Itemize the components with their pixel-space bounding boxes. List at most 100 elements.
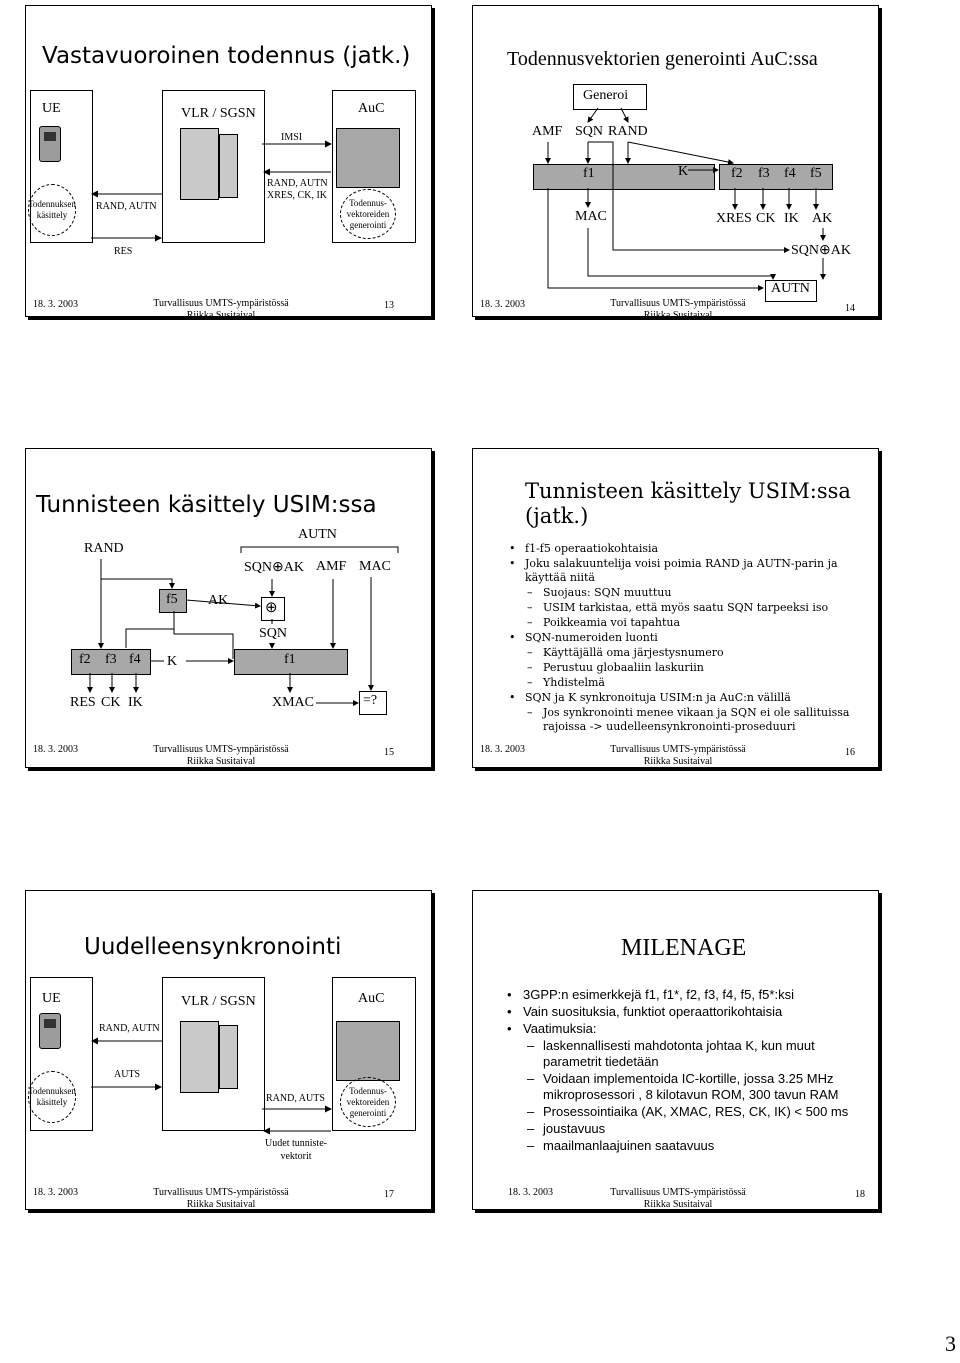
slide-17: Uudelleensynkronointi UE VLR / SGSN AuC … <box>25 890 432 1210</box>
ue-label: UE <box>42 101 61 116</box>
slide-title: Tunnisteen käsittely USIM:ssa (jatk.) <box>525 479 851 528</box>
ue-label: UE <box>42 991 61 1006</box>
auth-processing-ellipse: Todennuksen käsittely <box>28 184 76 236</box>
sub-bullet-item: –laskennallisesti mahdotonta johtaa K, k… <box>527 1038 868 1070</box>
server-icon <box>180 128 219 200</box>
footer-author: Riikka Susitaival <box>643 310 713 317</box>
ik-label: IK <box>784 211 799 226</box>
dash-marker: – <box>527 1138 535 1153</box>
sub-bullet-item: –USIM tarkistaa, että myös saatu SQN tar… <box>527 601 868 615</box>
f5-box <box>159 589 187 613</box>
vlr-label: VLR / SGSN <box>181 106 256 121</box>
bullet-text: 3GPP:n esimerkkejä f1, f1*, f2, f3, f4, … <box>523 987 794 1002</box>
f2-label: f2 <box>79 652 91 667</box>
f2-label: f2 <box>731 166 743 181</box>
dash-marker: – <box>527 1121 535 1136</box>
bullet-item: • Vain suosituksia, funktiot operaattorik… <box>507 1004 868 1020</box>
footer-date: 18. 3. 2003 <box>508 1187 553 1198</box>
auc-box <box>332 90 416 243</box>
bullet-text: Jos synkronointi menee vikaan ja SQN ei … <box>543 706 850 733</box>
footer-author: Riikka Susitaival <box>643 756 713 767</box>
slide-13-arrows <box>91 140 332 242</box>
bullet-text: Käyttäjällä oma järjestysnumero <box>543 646 724 659</box>
bullet-marker: • <box>509 691 516 704</box>
bullet-marker: • <box>507 1021 512 1036</box>
bullet-text: Prosessointiaika (AK, XMAC, RES, CK, IK)… <box>543 1104 849 1119</box>
sub-bullet-item: –Poikkeamia voi tapahtua <box>527 616 868 630</box>
f2-f4-box <box>71 649 151 675</box>
slide-title: Todennusvektorien generointi AuC:ssa <box>507 48 818 70</box>
xres-label: XRES <box>716 211 752 226</box>
bullet-text: Suojaus: SQN muuttuu <box>543 586 672 599</box>
sub-bullet-item: –maailmanlaajuinen saatavuus <box>527 1138 868 1154</box>
ak-label: AK <box>208 593 229 608</box>
footer-date: 18. 3. 2003 <box>480 744 525 755</box>
bullet-text: Yhdistelmä <box>543 676 605 689</box>
autn-label: AUTN <box>771 281 810 296</box>
bullet-text: Voidaan implementoida IC-kortille, jossa… <box>543 1071 839 1102</box>
dash-marker: – <box>527 1038 535 1053</box>
bullet-item: • SQN ja K synkronoituja USIM:n ja AuC:n … <box>509 691 868 705</box>
ck-label: CK <box>101 695 121 710</box>
ue-box <box>30 90 93 243</box>
slide-14: Todennusvektorien generointi AuC:ssa Gen… <box>472 5 879 317</box>
slide-15: Tunnisteen käsittely USIM:ssa RAND AUTN … <box>25 448 432 768</box>
dash-marker: – <box>527 1071 535 1086</box>
rand-autn-label: RAND, AUTN <box>99 1023 160 1034</box>
footer-course-text: Turvallisuus UMTS-ympäristössä <box>610 298 746 309</box>
slide-title: MILENAGE <box>621 935 747 961</box>
new-vectors-label: Uudet tunniste-vektorit <box>265 1138 327 1162</box>
auc-label: AuC <box>358 101 385 116</box>
slide-number: 13 <box>384 300 394 311</box>
bullet-marker: • <box>509 557 516 570</box>
mobile-phone-icon <box>39 1013 61 1049</box>
sqn-label: SQN <box>259 626 288 641</box>
generoi-box <box>573 84 647 110</box>
amf-label: AMF <box>316 559 347 574</box>
slide-number: 16 <box>845 747 855 758</box>
bullet-text: Perustuu globaaliin laskuriin <box>543 661 704 674</box>
bullet-marker: • <box>507 1004 512 1019</box>
sub-bullet-item: –Prosessointiaika (AK, XMAC, RES, CK, IK… <box>527 1104 868 1120</box>
auts-label: AUTS <box>114 1069 141 1080</box>
footer-course-text: Turvallisuus UMTS-ympäristössä <box>153 298 289 309</box>
sub-bullet-item: –joustavuus <box>527 1121 868 1137</box>
f5-label: f5 <box>166 592 178 607</box>
rand-label: RAND <box>84 541 124 556</box>
dash-marker: – <box>527 616 533 629</box>
server-icon <box>180 1021 219 1093</box>
ak-label: AK <box>812 211 833 226</box>
ck-label: CK <box>756 211 776 226</box>
footer-author: Riikka Susitaival <box>186 310 256 317</box>
bullet-item: •f1-f5 operaatiokohtaisia <box>509 542 868 556</box>
bullet-text: SQN-numeroiden luonti <box>525 631 658 644</box>
f1-label: f1 <box>583 166 595 181</box>
bullet-item: •3GPP:n esimerkkejä f1, f1*, f2, f3, f4,… <box>507 987 868 1003</box>
res-label: RES <box>114 246 133 257</box>
auc-server-icon <box>336 128 400 188</box>
autn-box <box>765 280 817 302</box>
bullet-text: SQN ja K synkronoituja USIM:n ja AuC:n v… <box>525 691 791 704</box>
ik-label: IK <box>128 695 143 710</box>
rand-auts-label: RAND, AUTS <box>266 1093 325 1104</box>
footer-date: 18. 3. 2003 <box>33 744 78 755</box>
f1-label: f1 <box>284 652 296 667</box>
sub-bullet-item: –Jos synkronointi menee vikaan ja SQN ei… <box>527 706 868 734</box>
f1-box <box>234 649 348 675</box>
sqn-xor-ak-label: SQN⊕AK <box>791 243 851 258</box>
slide-number: 14 <box>845 303 855 314</box>
rand-autn-auc-label: RAND, AUTN <box>267 178 328 189</box>
bullet-text: maailmanlaajuinen saatavuus <box>543 1138 715 1153</box>
bullet-text: USIM tarkistaa, että myös saatu SQN tarp… <box>543 601 829 614</box>
bullet-text: Joku salakuuntelija voisi poimia RAND ja… <box>525 557 838 584</box>
rand-label: RAND <box>608 124 648 139</box>
k-label: K <box>678 164 689 179</box>
page-number: 3 <box>945 1331 956 1356</box>
k-label: K <box>167 654 178 669</box>
bullet-text: joustavuus <box>543 1121 606 1136</box>
dash-marker: – <box>527 661 533 674</box>
bullet-text: Vain suosituksia, funktiot operaattoriko… <box>523 1004 783 1019</box>
